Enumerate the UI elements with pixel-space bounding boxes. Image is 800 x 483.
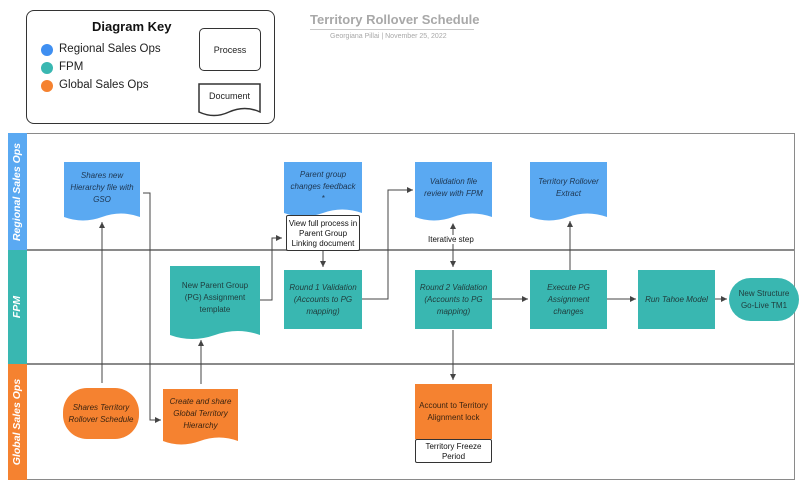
diagram-title: Territory Rollover Schedule (310, 12, 480, 27)
pg-template-node: New Parent Group (PG) Assignment templat… (181, 281, 249, 314)
fpm-legend-dot (41, 62, 53, 74)
fpm-legend-label: FPM (59, 61, 84, 73)
territory-freeze-note: Territory Freeze Period (415, 439, 492, 463)
global-legend-dot (41, 80, 53, 92)
round2-validation-node: Round 2 Validation (Accounts to PG mappi… (415, 270, 492, 329)
execute-pg-node: Execute PG Assignment changes (530, 270, 607, 329)
parent-group-feedback-node: Parent group changes feedback * (290, 170, 356, 203)
run-tahoe-node: Run Tahoe Model (638, 270, 715, 329)
territory-extract-node: Territory Rollover Extract (538, 177, 599, 198)
validation-review-node: Validation file review with FPM (424, 177, 483, 198)
regional-lane-header: Regional Sales Ops (8, 133, 27, 250)
global-legend-label: Global Sales Ops (59, 79, 149, 91)
create-hierarchy-node: Create and share Global Territory Hierar… (169, 397, 232, 430)
view-process-note[interactable]: View full process in Parent Group Linkin… (286, 215, 360, 251)
diagram-subtitle: Georgiana Pillai | November 25, 2022 (330, 33, 447, 40)
title-underline (310, 29, 474, 30)
round1-validation-node: Round 1 Validation (Accounts to PG mappi… (284, 270, 362, 329)
global-lane-header: Global Sales Ops (8, 364, 27, 480)
fpm-lane-header: FPM (8, 250, 27, 364)
diagram-key-title: Diagram Key (92, 19, 172, 34)
shares-hierarchy-node: Shares new Hierarchy file with GSO (70, 171, 134, 204)
alignment-lock-node: Account to Territory Alignment lock (415, 384, 492, 439)
iterative-step-label: Iterative step (427, 235, 475, 244)
regional-legend-dot (41, 44, 53, 56)
document-shape-label: Document (208, 91, 251, 101)
go-live-node: New Structure Go-Live TM1 (729, 278, 799, 321)
shares-schedule-node: Shares Territory Rollover Schedule (63, 388, 139, 439)
regional-legend-label: Regional Sales Ops (59, 43, 161, 55)
process-shape-sample: Process (199, 28, 261, 71)
